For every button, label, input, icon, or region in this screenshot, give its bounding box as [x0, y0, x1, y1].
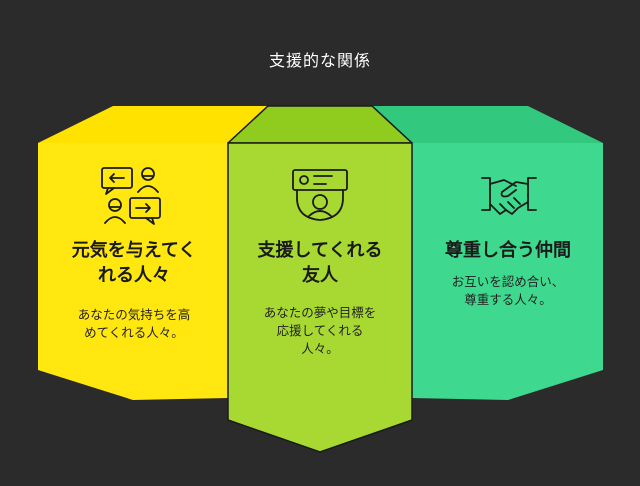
column-description: お互いを認め合い、 尊重する人々。: [451, 274, 565, 307]
column-heading: 元気を与えてく れる人々: [71, 240, 197, 286]
column-heading: 尊重し合う仲間: [445, 240, 571, 261]
yellow-top-face: [38, 106, 268, 143]
teal-top-face: [372, 106, 603, 143]
column-description: あなたの夢や目標を 応援してくれる 人々。: [263, 305, 377, 356]
column-energizers: 元気を与えてく れる人々 あなたの気持ちを高 めてくれる人々。: [48, 238, 220, 342]
handshake-icon: [481, 177, 537, 215]
teal-panel: [412, 143, 603, 400]
yellow-panel: [38, 143, 228, 400]
diagram-title: 支援的な関係: [268, 51, 371, 70]
column-heading: 支援してくれる 友人: [257, 240, 383, 286]
chat-people-icon: [101, 167, 161, 225]
column-description: あなたの気持ちを高 めてくれる人々。: [77, 307, 191, 340]
green-panel: [227, 142, 413, 453]
column-supporters: 支援してくれる 友人 あなたの夢や目標を 応援してくれる 人々。: [236, 238, 404, 358]
support-device-icon: [292, 169, 348, 221]
column-respect-peers: 尊重し合う仲間 お互いを認め合い、 尊重する人々。: [422, 238, 594, 309]
